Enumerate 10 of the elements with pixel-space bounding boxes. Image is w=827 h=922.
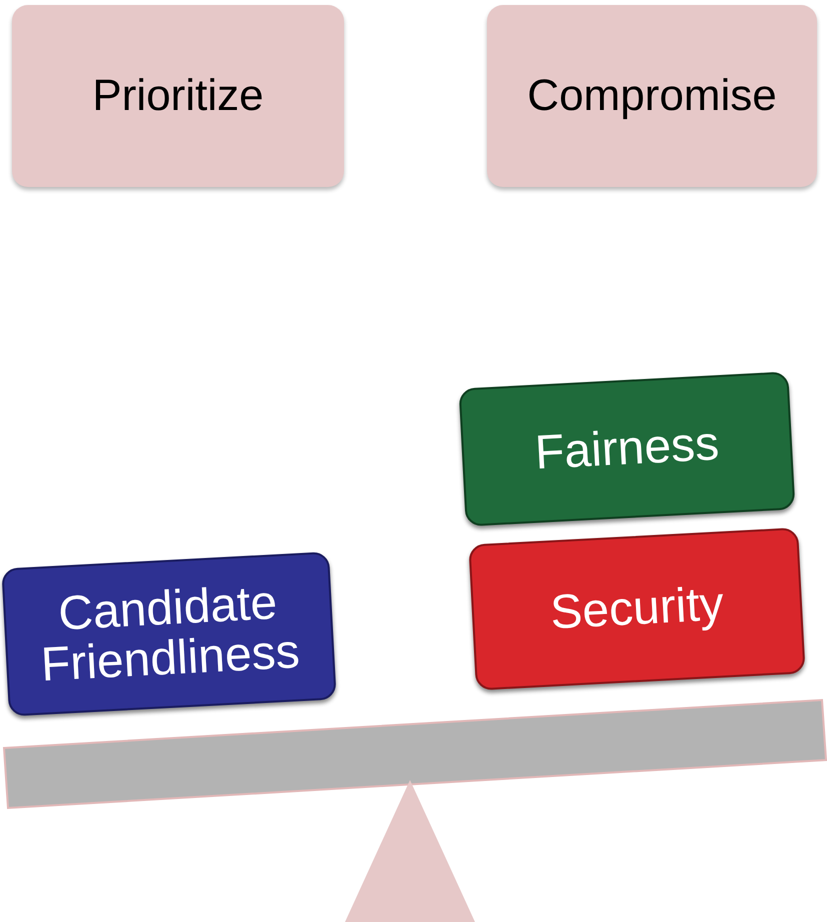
- block-label: Compromise: [527, 72, 777, 120]
- weight-block: [458, 371, 796, 527]
- block-label: Fairness: [534, 419, 720, 479]
- term-box: [12, 5, 344, 187]
- weight-block: [1, 552, 337, 716]
- block-label: Prioritize: [92, 72, 264, 120]
- weight-block: [468, 527, 806, 691]
- block-label: Candidate Friendliness: [38, 575, 302, 693]
- term-box: [487, 5, 817, 187]
- block-label: Security: [549, 579, 725, 639]
